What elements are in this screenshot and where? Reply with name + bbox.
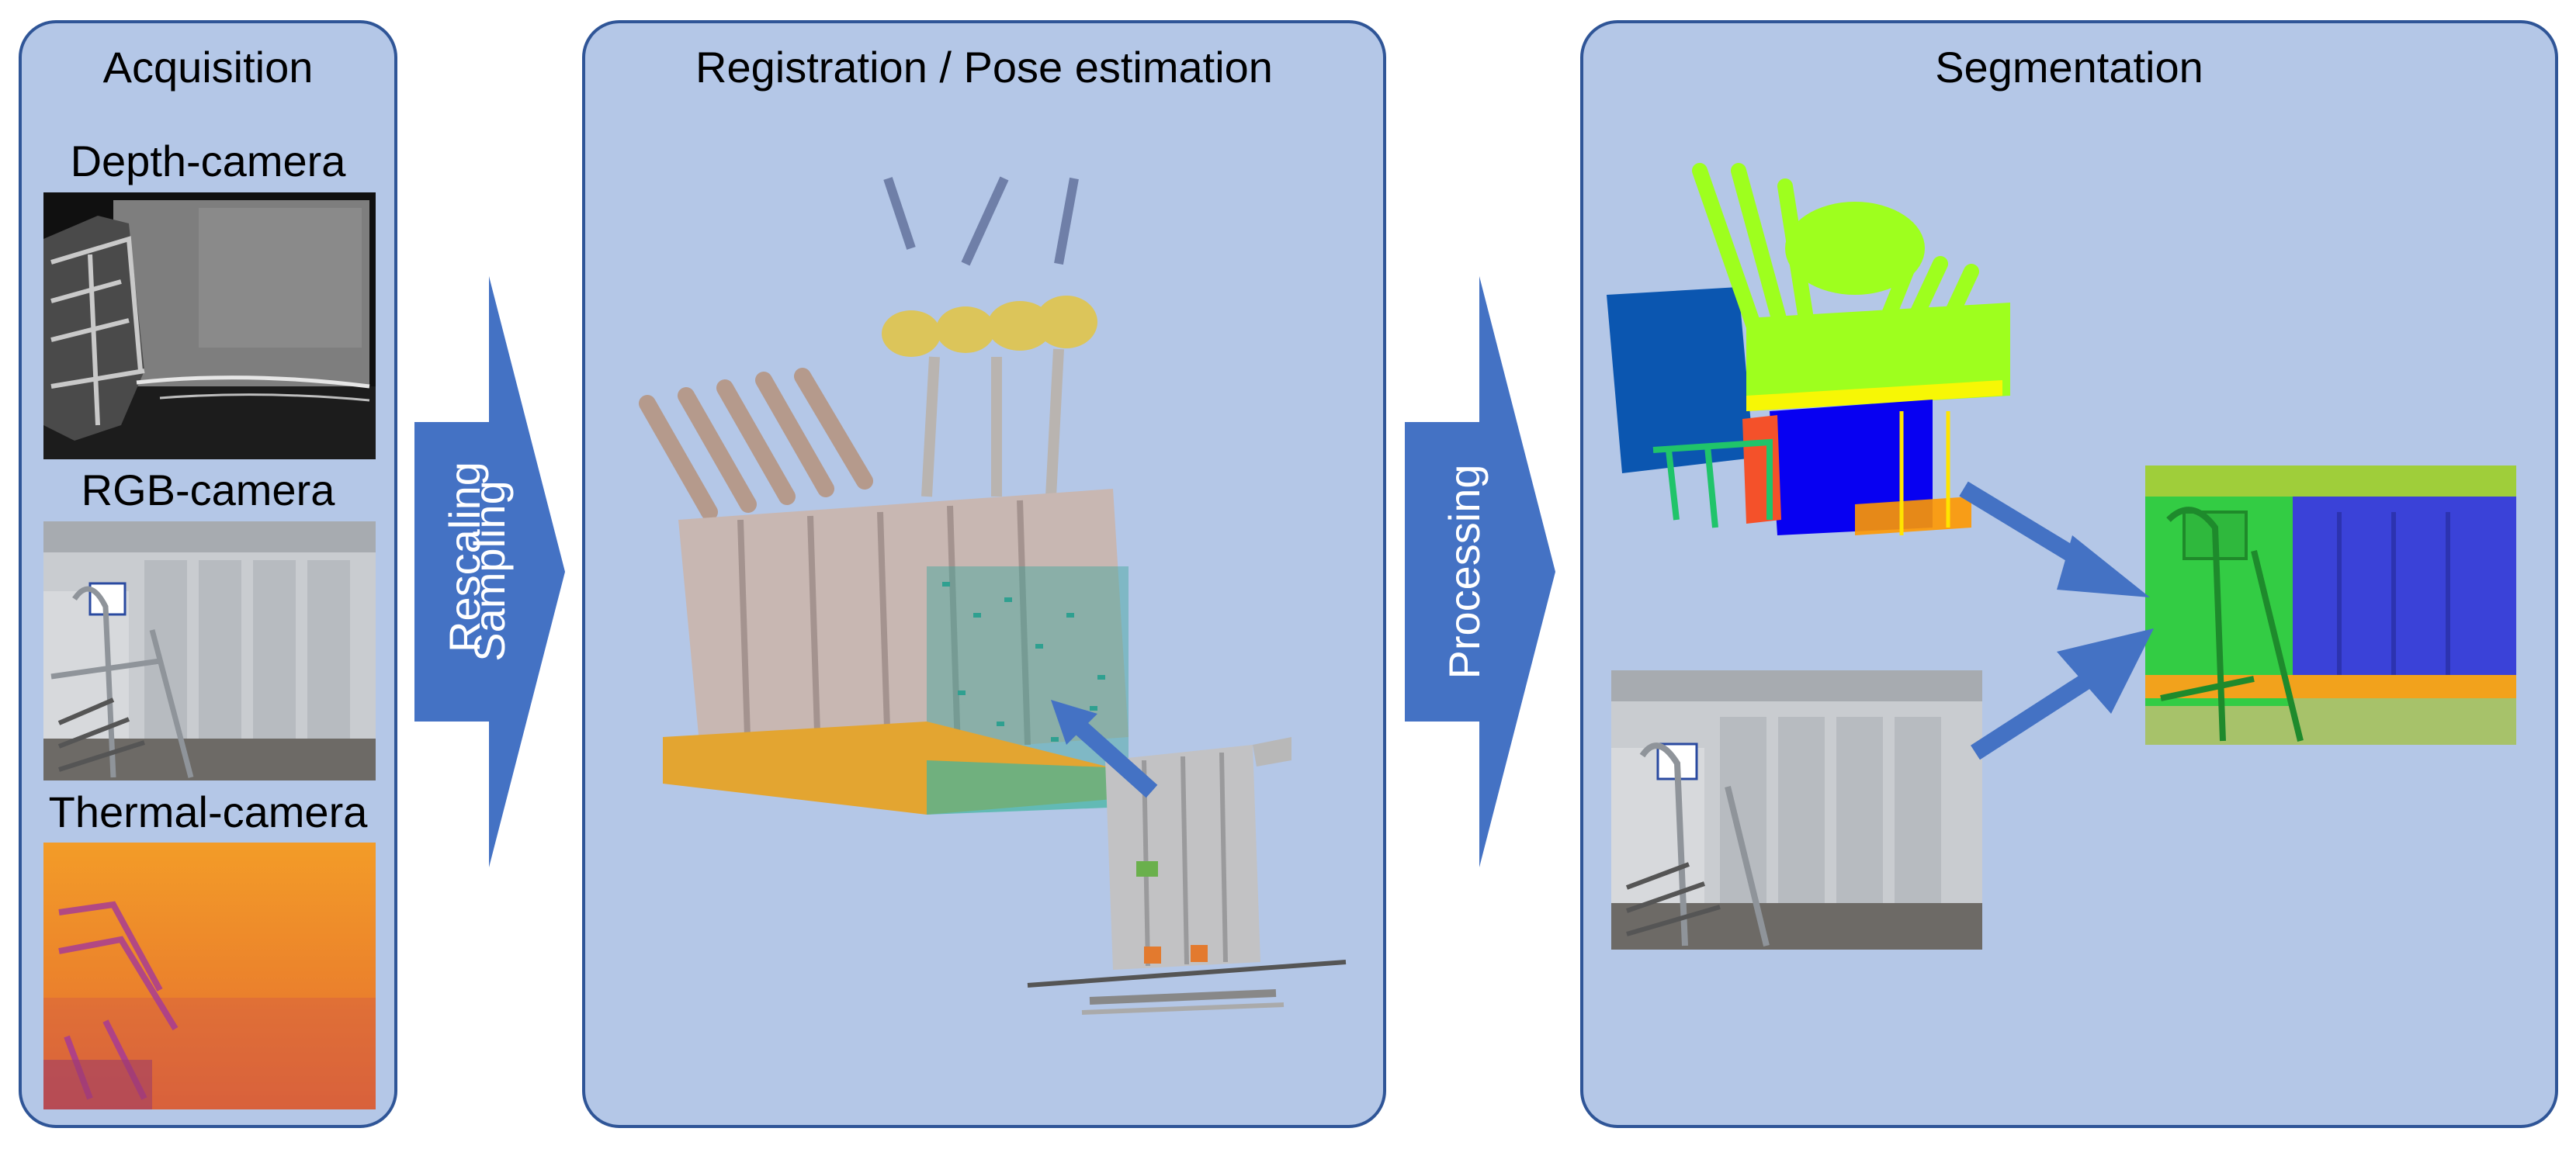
rgb-camera-image	[43, 521, 376, 780]
registered-point-cloud	[632, 147, 1144, 822]
rgb-camera-label: RGB-camera	[81, 465, 335, 514]
segmentation-overlay-image	[2145, 465, 2516, 745]
sampling-label: Sampling	[465, 480, 514, 662]
segmentation-arrow-top	[1956, 473, 2158, 613]
registration-panel: Registration / Pose estimation	[582, 20, 1386, 1128]
depth-camera-image	[43, 192, 376, 459]
processing-label: Processing	[1440, 464, 1489, 680]
cad-model-image	[1020, 729, 1361, 1024]
thermal-camera-image	[43, 843, 376, 1109]
segmented-point-cloud	[1607, 163, 2041, 597]
acquisition-panel: Acquisition Depth-camera RGB-camera	[19, 20, 397, 1128]
rescaling-sampling-arrow: Rescaling	[414, 276, 565, 867]
segmentation-panel: Segmentation	[1580, 20, 2558, 1128]
segmentation-arrow-bottom	[1964, 621, 2158, 768]
processing-arrow	[1405, 276, 1555, 867]
thermal-camera-label: Thermal-camera	[48, 787, 368, 836]
acquisition-title: Acquisition	[102, 43, 314, 92]
segmentation-title: Segmentation	[1935, 43, 2203, 92]
depth-camera-label: Depth-camera	[70, 137, 346, 185]
rgb-input-image	[1611, 670, 1982, 950]
registration-title: Registration / Pose estimation	[695, 43, 1273, 92]
registration-arrow	[1035, 690, 1160, 807]
